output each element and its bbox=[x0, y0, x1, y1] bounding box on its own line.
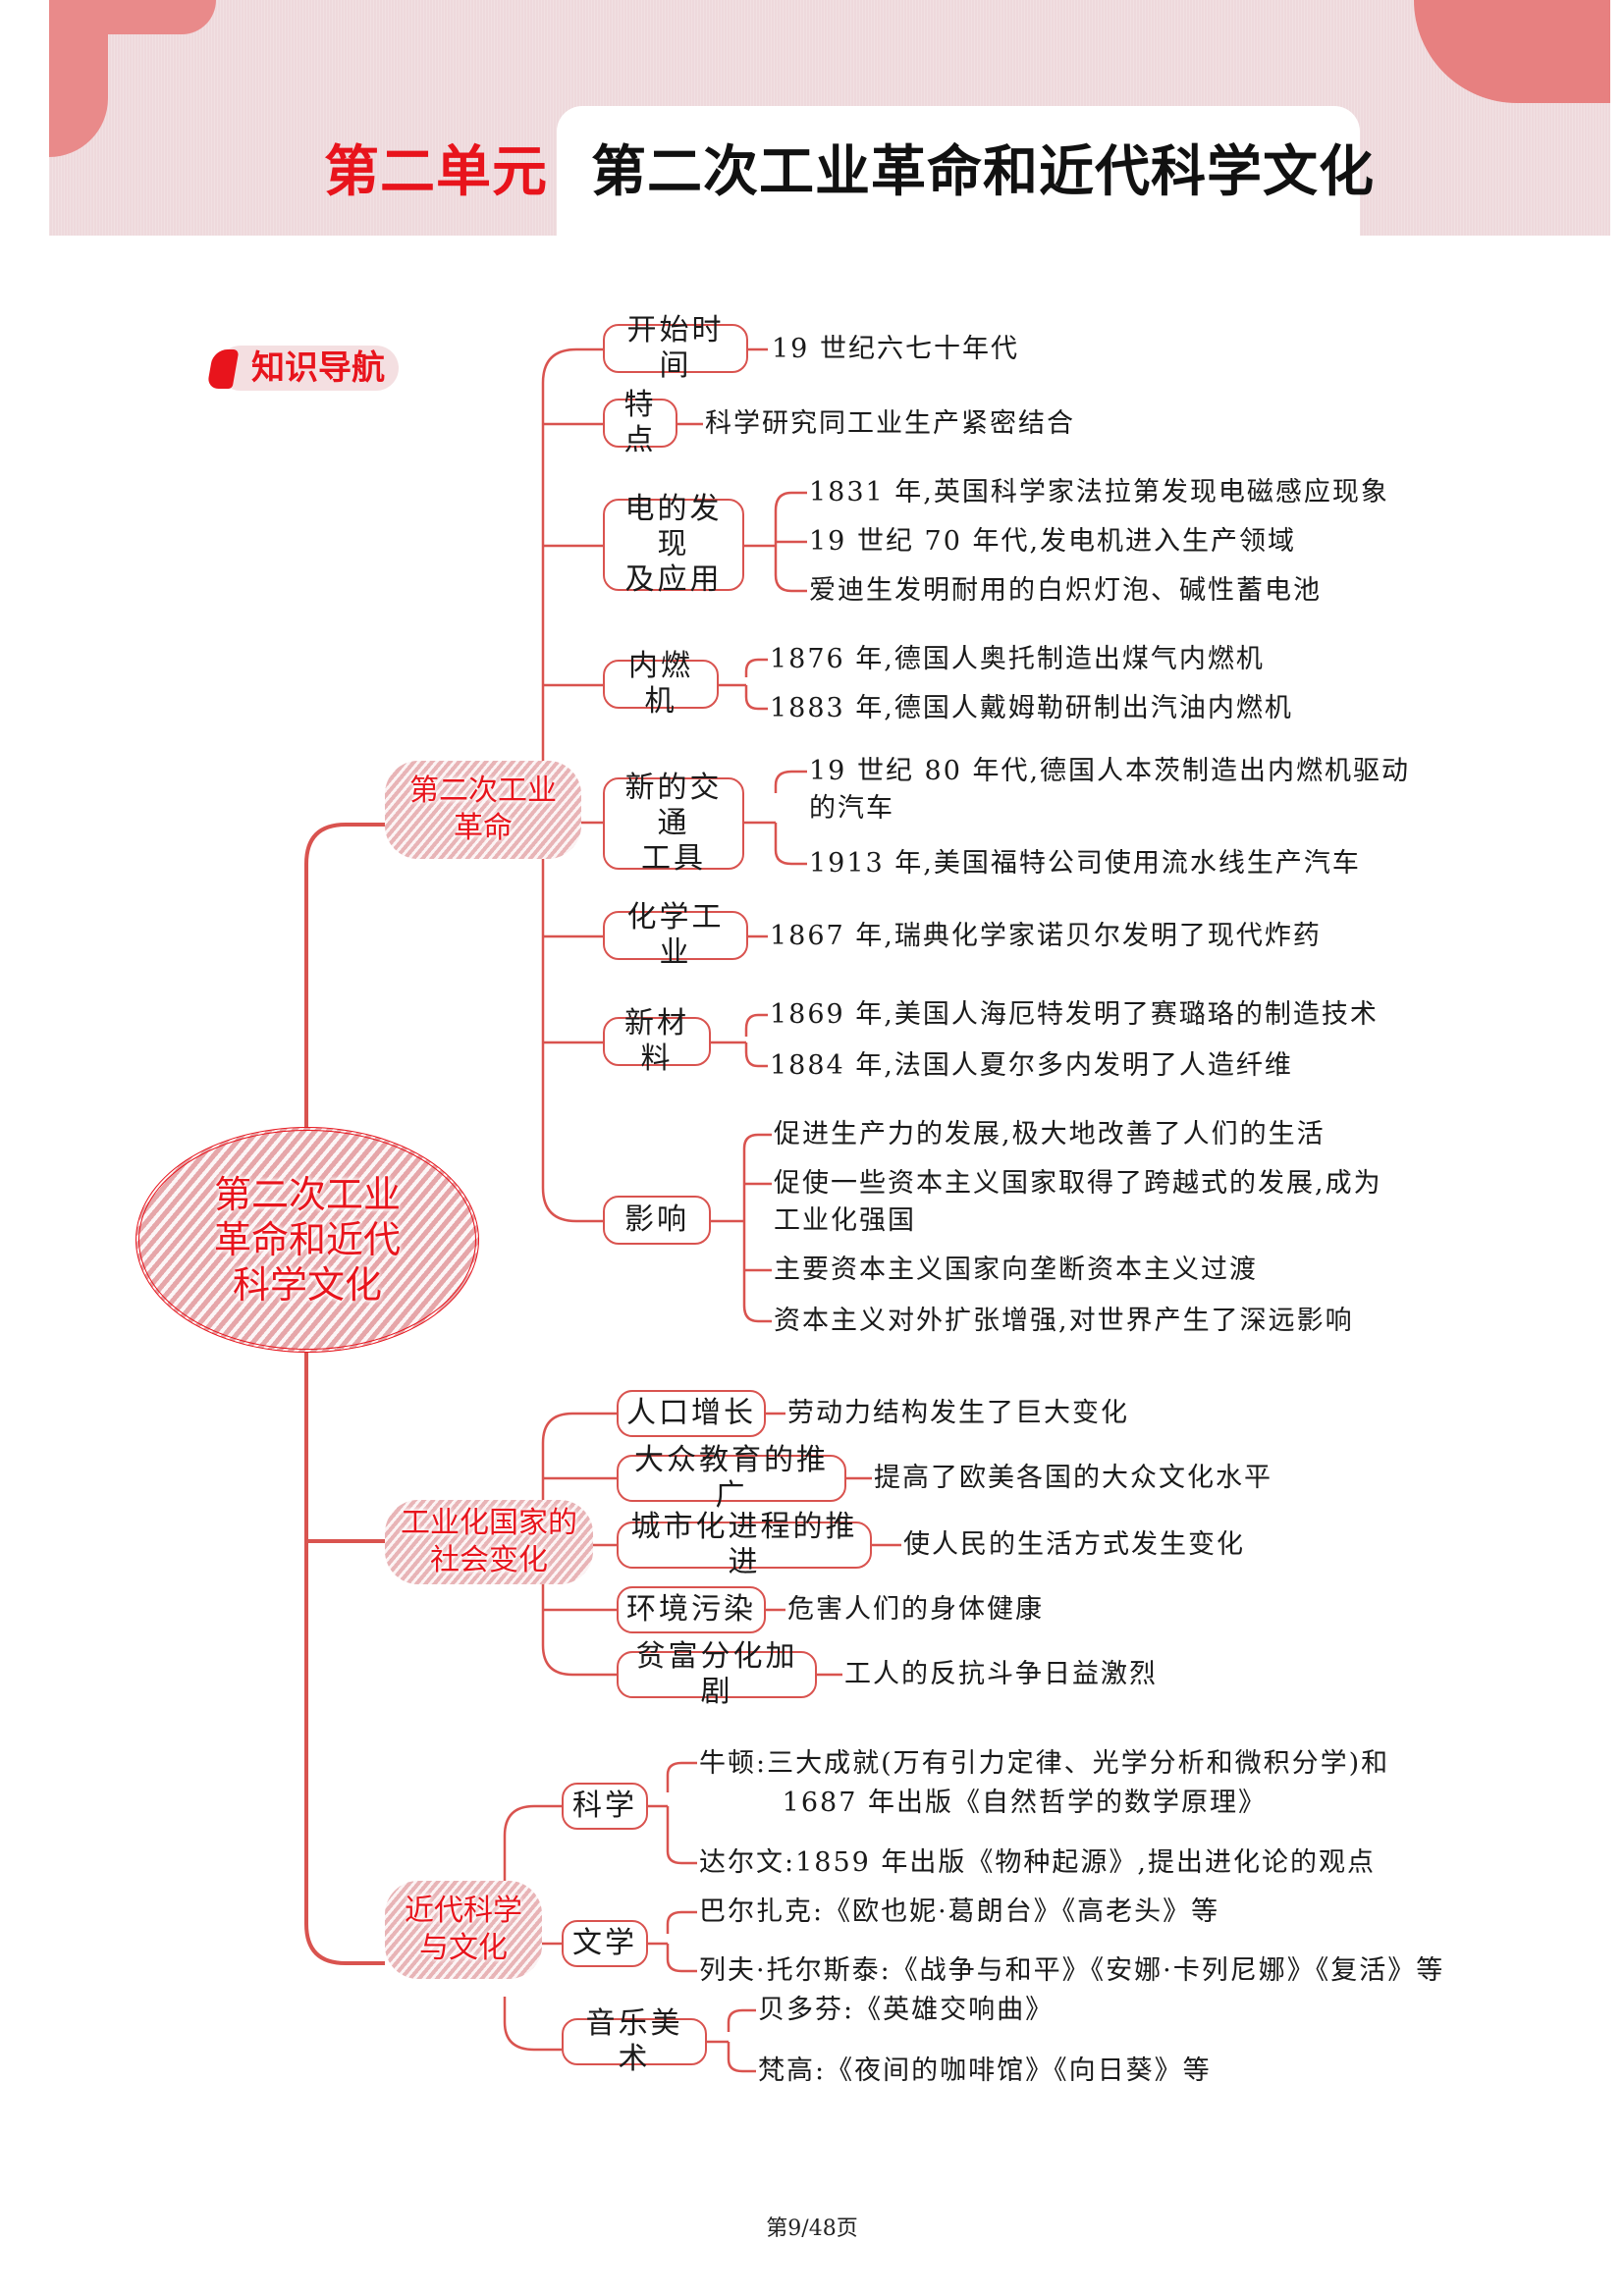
leaf-text: 19 世纪 70 年代,发电机进入生产领域 bbox=[809, 526, 1297, 557]
page-indicator: 第9/48页 bbox=[766, 2216, 858, 2241]
hub-label: 近代科学 与文化 bbox=[405, 1894, 522, 1965]
leaf-text: 1831 年,英国科学家法拉第发现电磁感应现象 bbox=[809, 477, 1389, 507]
leaf-text: 1869 年,美国人海厄特发明了赛璐珞的制造技术 bbox=[770, 999, 1379, 1030]
leaf-text: 资本主义对外扩张增强,对世界产生了深远影响 bbox=[774, 1306, 1354, 1336]
leaf-text: 巴尔扎克:《欧也妮·葛朗台》《高老头》等 bbox=[699, 1896, 1220, 1927]
topic-node: 电的发现 及应用 bbox=[603, 492, 744, 597]
leaf-text: 19 世纪六七十年代 bbox=[772, 334, 1019, 364]
leaf-text: 梵高:《夜间的咖啡馆》《向日葵》等 bbox=[758, 2056, 1212, 2086]
leaf-text: 1867 年,瑞典化学家诺贝尔发明了现代炸药 bbox=[770, 921, 1322, 951]
leaf-text: 1884 年,法国人夏尔多内发明了人造纤维 bbox=[770, 1050, 1293, 1081]
root-label: 第二次工业 革命和近代 科学文化 bbox=[213, 1173, 401, 1307]
leaf-text: 工人的反抗斗争日益激烈 bbox=[844, 1659, 1158, 1689]
topic-node: 化学工业 bbox=[603, 900, 748, 970]
topic-node: 大众教育的推广 bbox=[617, 1443, 846, 1513]
leaf-text: 1883 年,德国人戴姆勒研制出汽油内燃机 bbox=[770, 693, 1293, 723]
leaf-text: 19 世纪 80 年代,德国人本茨制造出内燃机驱动 的汽车 bbox=[809, 756, 1411, 824]
topic-node: 人口增长 bbox=[617, 1390, 766, 1437]
knowledge-nav-badge: 知识导航 bbox=[218, 346, 399, 391]
leaf-text: 危害人们的身体健康 bbox=[787, 1594, 1044, 1625]
leaf-text: 1876 年,德国人奥托制造出煤气内燃机 bbox=[770, 644, 1265, 674]
leaf-text: 劳动力结构发生了巨大变化 bbox=[787, 1398, 1129, 1428]
topic-node: 开始时间 bbox=[603, 313, 748, 383]
hub-label: 工业化国家的 社会变化 bbox=[401, 1506, 577, 1577]
topic-node: 贫富分化加剧 bbox=[617, 1639, 817, 1709]
topic-node: 音乐美术 bbox=[562, 2006, 707, 2076]
topic-node: 特点 bbox=[603, 388, 677, 457]
topic-node: 新的交通 工具 bbox=[603, 771, 744, 876]
leaf-text: 牛顿:三大成就(万有引力定律、光学分析和微积分学)和 1687 年出版《自然哲学… bbox=[699, 1748, 1390, 1818]
branch-hub-modern-science-culture: 近代科学 与文化 bbox=[385, 1881, 542, 1979]
branch-hub-social-change: 工业化国家的 社会变化 bbox=[385, 1500, 593, 1584]
topic-node: 文学 bbox=[562, 1920, 648, 1967]
topic-node: 影响 bbox=[603, 1196, 711, 1245]
leaf-text: 促进生产力的发展,极大地改善了人们的生活 bbox=[774, 1119, 1326, 1149]
title-card bbox=[557, 106, 1360, 243]
branch-hub-second-industrial-revolution: 第二次工业 革命 bbox=[385, 761, 581, 859]
leaf-text: 提高了欧美各国的大众文化水平 bbox=[874, 1463, 1272, 1493]
topic-node: 城市化进程的推进 bbox=[617, 1510, 872, 1579]
root-node: 第二次工业 革命和近代 科学文化 bbox=[135, 1127, 479, 1353]
leaf-text: 促使一些资本主义国家取得了跨越式的发展,成为 工业化强国 bbox=[774, 1168, 1382, 1236]
hub-label: 第二次工业 革命 bbox=[409, 774, 557, 845]
page-title: 第二次工业革命和近代科学文化 bbox=[591, 140, 1375, 204]
unit-label: 第二单元 bbox=[324, 140, 548, 204]
topic-node: 内燃机 bbox=[603, 649, 719, 719]
leaf-text: 贝多芬:《英雄交响曲》 bbox=[758, 1995, 1055, 2025]
leaf-text: 1913 年,美国福特公司使用流水线生产汽车 bbox=[809, 848, 1361, 879]
topic-node: 新材料 bbox=[603, 1006, 711, 1076]
decorative-blob bbox=[49, 0, 216, 34]
leaf-text: 主要资本主义国家向垄断资本主义过渡 bbox=[774, 1255, 1258, 1285]
leaf-text: 科学研究同工业生产紧密结合 bbox=[705, 408, 1075, 439]
topic-node: 环境污染 bbox=[617, 1586, 766, 1633]
leaf-text: 使人民的生活方式发生变化 bbox=[903, 1529, 1245, 1560]
leaf-text: 爱迪生发明耐用的白炽灯泡、碱性蓄电池 bbox=[809, 575, 1322, 606]
topic-node: 科学 bbox=[562, 1783, 648, 1830]
leaf-text: 达尔文:1859 年出版《物种起源》,提出进化论的观点 bbox=[699, 1847, 1376, 1878]
leaf-text: 列夫·托尔斯泰:《战争与和平》《安娜·卡列尼娜》《复活》等 bbox=[699, 1955, 1445, 1986]
